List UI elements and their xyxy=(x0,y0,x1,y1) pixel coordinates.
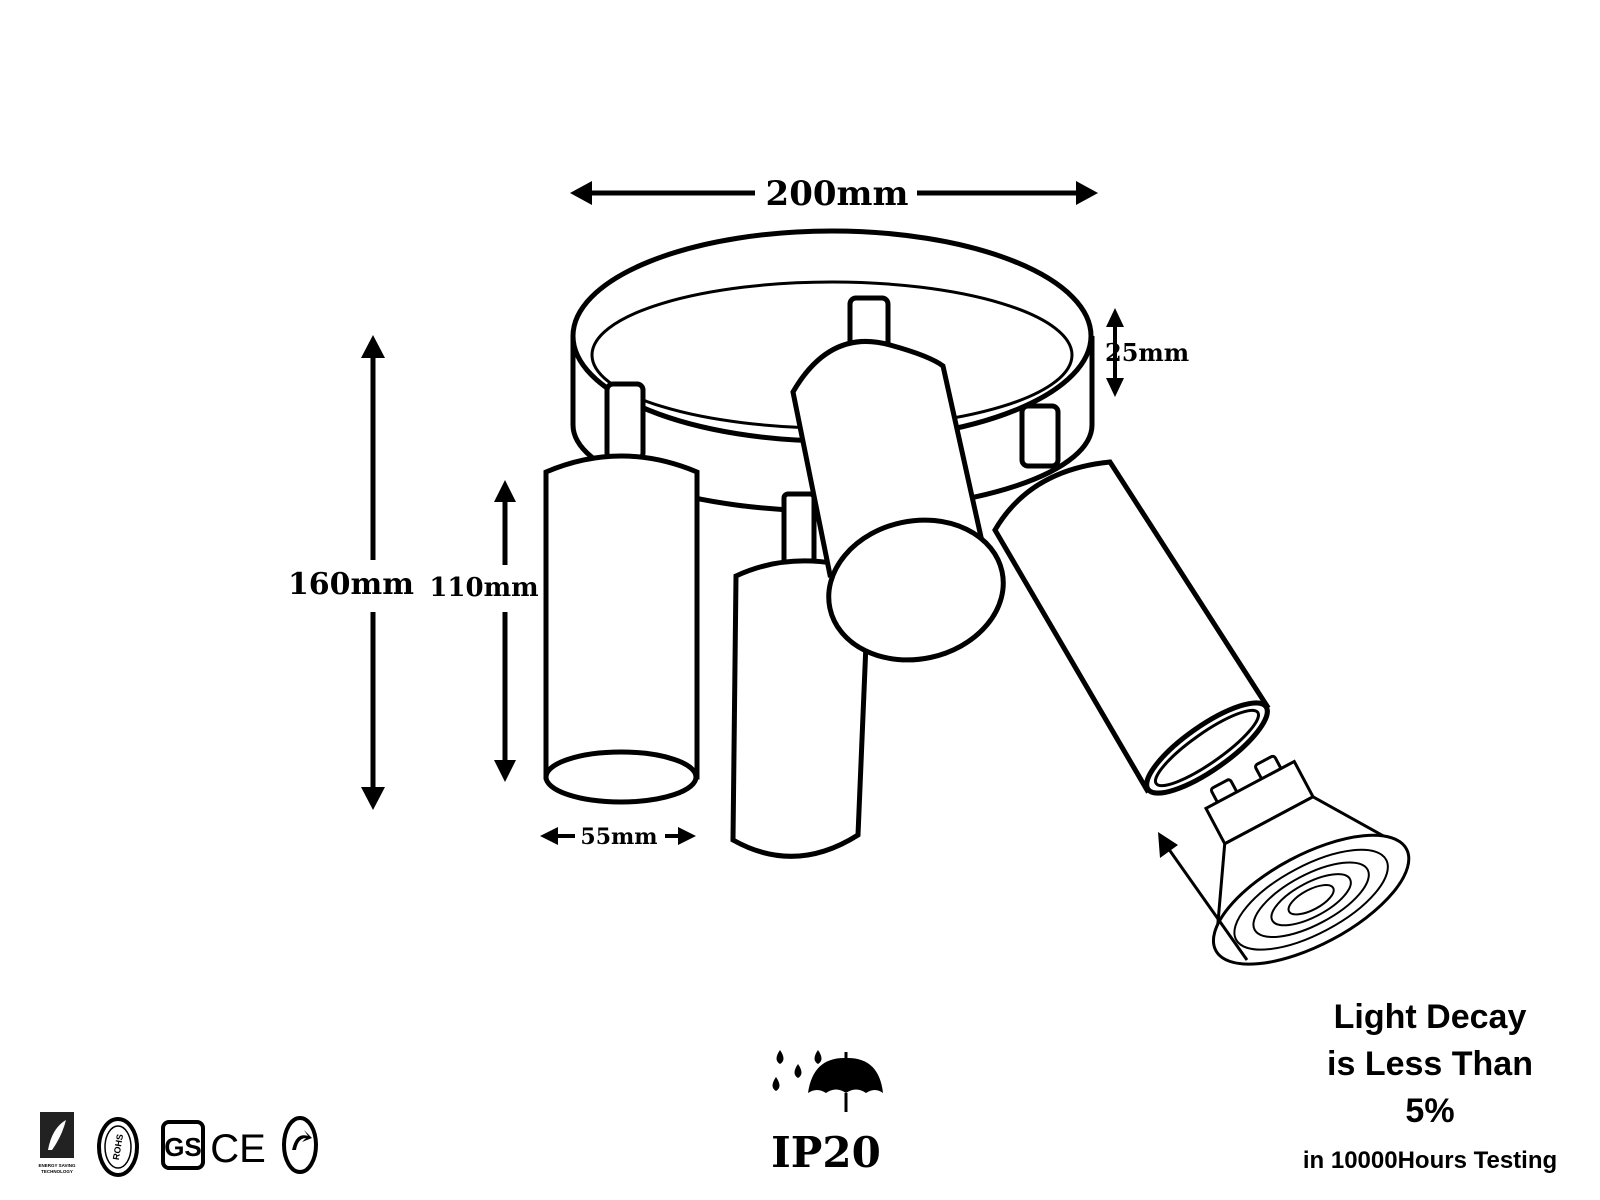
total-height-dimension: 160mm xyxy=(288,335,414,810)
ip-rating-label: IP20 xyxy=(771,1128,881,1177)
spot-diameter-label: 55mm xyxy=(580,824,657,850)
depth-dimension: 25mm xyxy=(1105,308,1189,397)
total-height-label: 160mm xyxy=(288,567,414,602)
umbrella-rain-icon xyxy=(772,1050,883,1112)
width-dimension: 200mm xyxy=(570,174,1098,214)
bulb-insert-arrow xyxy=(1158,832,1249,961)
spot-center-front xyxy=(790,339,1006,663)
svg-text:ROHS: ROHS xyxy=(111,1133,125,1160)
svg-text:CE: CE xyxy=(210,1127,266,1171)
svg-text:GS: GS xyxy=(164,1132,202,1162)
recycle-icon xyxy=(282,1116,318,1174)
spot-diameter-dimension: 55mm xyxy=(540,824,696,850)
ip-rating: IP20 xyxy=(771,1050,883,1177)
gu10-bulb-icon xyxy=(1203,754,1411,966)
svg-text:TECHNOLOGY: TECHNOLOGY xyxy=(41,1169,73,1174)
light-decay-line4: in 10000Hours Testing xyxy=(1303,1147,1557,1174)
spot-height-dimension: 110mm xyxy=(429,480,539,782)
certification-logos: ENERGY SAVING TECHNOLOGY ROHS GS CE xyxy=(38,1112,318,1177)
spot-left xyxy=(543,453,700,805)
gs-icon: GS xyxy=(161,1120,205,1170)
spot-height-label: 110mm xyxy=(429,573,538,603)
light-decay-line3: 5% xyxy=(1405,1092,1454,1130)
light-decay-line2: is Less Than xyxy=(1327,1045,1533,1083)
light-decay-info: Light Decay is Less Than 5% in 10000Hour… xyxy=(1303,998,1557,1174)
spot-right xyxy=(992,459,1271,796)
light-decay-line1: Light Decay xyxy=(1334,998,1527,1036)
depth-label: 25mm xyxy=(1105,338,1189,367)
width-label: 200mm xyxy=(766,174,909,214)
energy-saving-icon: ENERGY SAVING TECHNOLOGY xyxy=(38,1112,76,1174)
svg-text:ENERGY SAVING: ENERGY SAVING xyxy=(38,1163,76,1168)
ce-icon: CE xyxy=(210,1127,266,1171)
spot-center-low xyxy=(730,558,872,859)
rohs-icon: ROHS xyxy=(97,1117,139,1177)
